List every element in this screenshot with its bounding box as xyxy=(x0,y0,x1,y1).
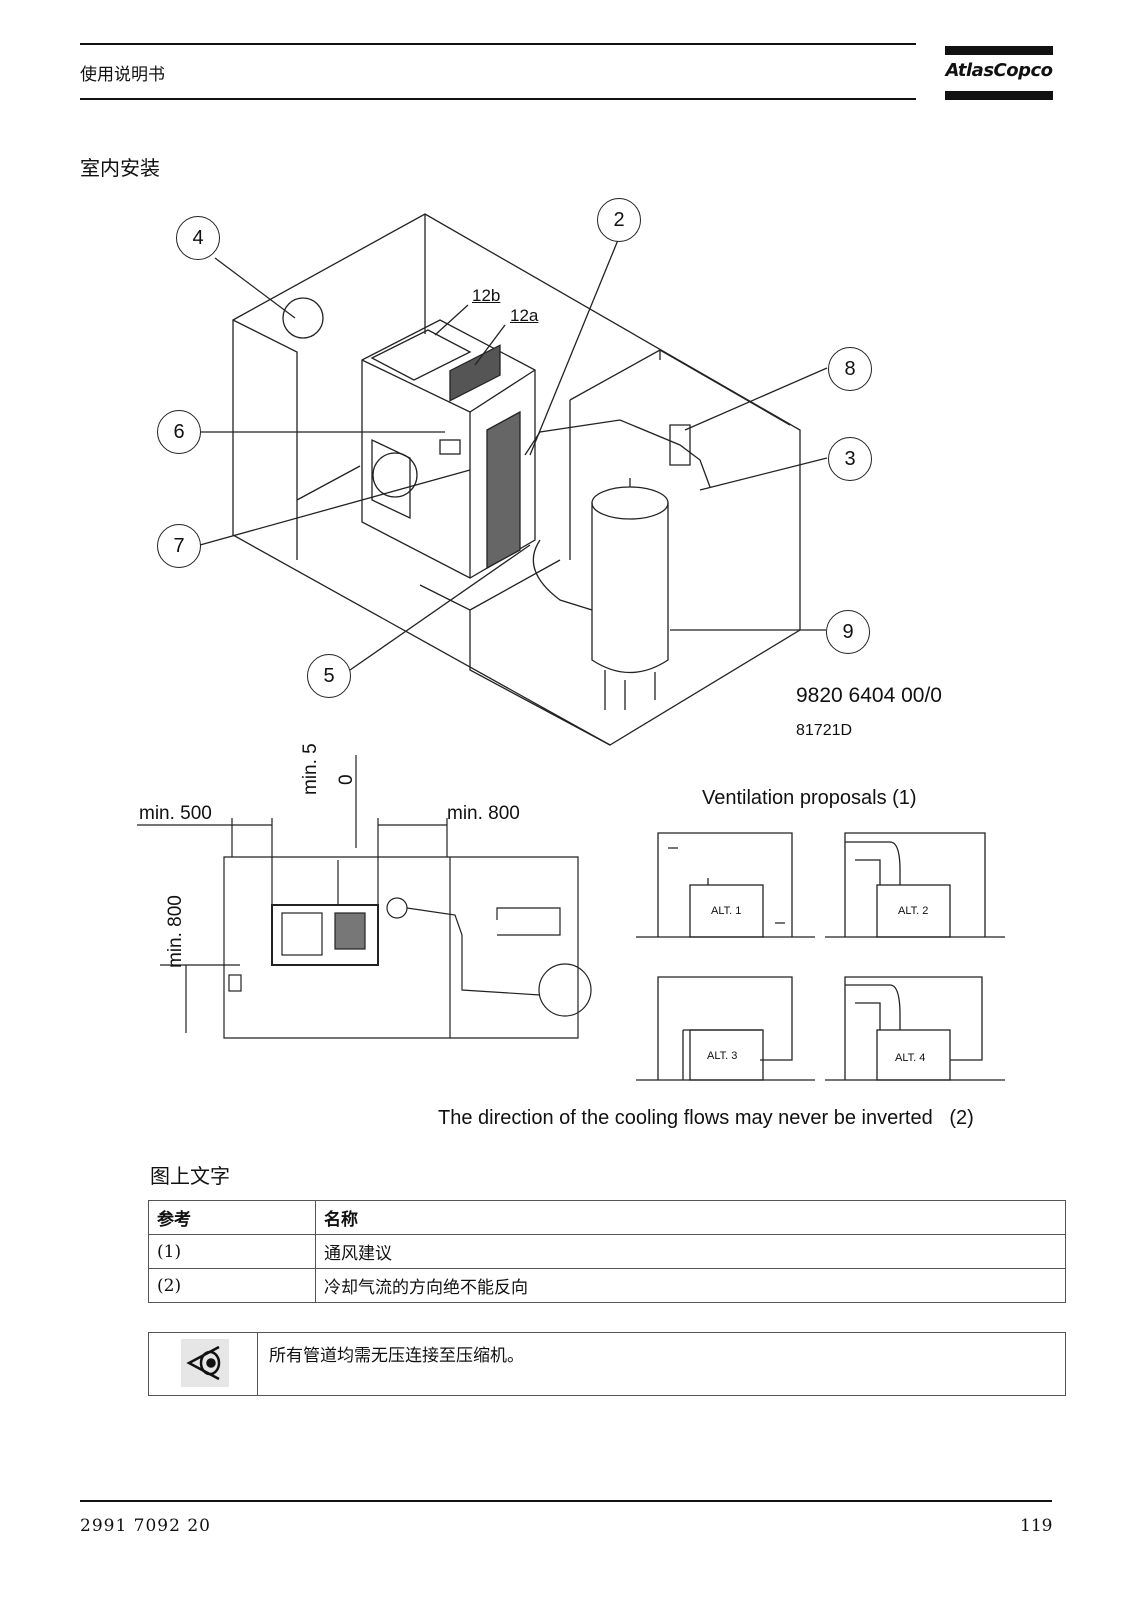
callout-5: 5 xyxy=(307,654,351,698)
callout-6: 6 xyxy=(157,410,201,454)
callout-4: 4 xyxy=(176,216,220,260)
legend-cell-name: 冷却气流的方向绝不能反向 xyxy=(315,1268,1066,1303)
doc-number: 2991 7092 20 xyxy=(80,1516,211,1536)
note-box: 所有管道均需无压连接至压缩机。 xyxy=(148,1332,1066,1396)
footer-rule xyxy=(80,1500,1052,1502)
manual-title: 使用说明书 xyxy=(80,65,165,85)
leader-12b xyxy=(434,304,469,336)
plan-pipe-loop xyxy=(496,907,561,936)
leader-7 xyxy=(199,469,471,546)
plan-dryer xyxy=(228,974,242,992)
legend-header-row: 参考 名称 xyxy=(148,1200,1066,1235)
brand-logo: AtlasCopco xyxy=(945,46,1053,100)
logo-bar-top xyxy=(945,46,1053,55)
compressor-front-window xyxy=(371,438,411,520)
cooling-flow-note: The direction of the cooling flows may n… xyxy=(438,1107,974,1129)
alt3-wall xyxy=(682,1029,762,1080)
compressor-fan xyxy=(372,452,418,498)
note-text: 所有管道均需无压连接至压缩机。 xyxy=(269,1346,524,1366)
figure-caption: 图上文字 xyxy=(150,1164,230,1188)
callout-9: 9 xyxy=(826,610,870,654)
alt4-unit xyxy=(876,1029,951,1081)
leader-12a xyxy=(474,324,506,366)
note-icon-cell xyxy=(149,1333,258,1395)
callout-8: 8 xyxy=(828,347,872,391)
compressor-body xyxy=(361,319,536,579)
logo-bar-bottom xyxy=(945,91,1053,100)
header-bottom-rule xyxy=(80,98,916,100)
alt1-unit xyxy=(689,884,764,938)
compressor-edge xyxy=(361,359,536,578)
alt1-enclosure xyxy=(657,832,793,937)
receiver-body xyxy=(591,503,669,674)
plan-compressor xyxy=(271,904,379,966)
drawing-code: 81721D xyxy=(796,722,853,739)
back-wall-base xyxy=(296,465,361,501)
dim-line-50 xyxy=(337,755,357,905)
alt3-enclosure xyxy=(657,976,793,1080)
callout-2: 2 xyxy=(597,198,641,242)
alt2-enclosure xyxy=(844,832,986,937)
part-label-12b: 12b xyxy=(472,286,501,305)
floor-edge xyxy=(419,559,611,746)
leader-4 xyxy=(214,257,296,319)
leader-8 xyxy=(684,367,828,431)
legend-cell-ref: (2) xyxy=(148,1268,316,1303)
alt2-duct xyxy=(845,841,901,885)
dim-line-800-side xyxy=(160,964,240,1033)
compressor-vent-top xyxy=(449,344,501,402)
callout-7: 7 xyxy=(157,524,201,568)
leader-2 xyxy=(529,239,619,456)
pipe-lower xyxy=(532,539,593,611)
legend-header-ref: 参考 xyxy=(148,1200,316,1235)
compressor-top-panel-a xyxy=(370,329,472,381)
legend-header-name: 名称 xyxy=(315,1200,1066,1235)
alt-label-2: ALT. 2 xyxy=(898,905,929,917)
plan-room xyxy=(223,856,579,1039)
dim-line-800-right xyxy=(377,818,448,905)
compressor-display xyxy=(439,439,461,455)
dim-line-500 xyxy=(137,818,273,905)
partition-wall xyxy=(569,349,791,560)
filter xyxy=(669,424,691,466)
logo-text: AtlasCopco xyxy=(945,60,1053,81)
plan-compressor-vent xyxy=(334,912,366,950)
page-number: 119 xyxy=(1020,1516,1053,1536)
part-label-12a: 12a xyxy=(510,306,539,325)
alt-label-4: ALT. 4 xyxy=(895,1052,926,1064)
drawing-number: 9820 6404 00/0 xyxy=(796,684,942,707)
callout-3: 3 xyxy=(828,437,872,481)
dim-label-min500: min. 500 xyxy=(139,803,212,824)
receiver-legs xyxy=(604,670,656,710)
alt4-duct xyxy=(845,984,901,1030)
legend-row: (2) 冷却气流的方向绝不能反向 xyxy=(148,1268,1066,1303)
alt4-enclosure xyxy=(844,976,983,1080)
plan-compressor-panel xyxy=(281,912,323,956)
left-wall-inner xyxy=(232,319,298,560)
dim-label-min800-right: min. 800 xyxy=(447,803,520,824)
legend-cell-name: 通风建议 xyxy=(315,1234,1066,1269)
alt-label-1: ALT. 1 xyxy=(711,905,742,917)
plan-pipe xyxy=(406,907,541,996)
legend-cell-ref: (1) xyxy=(148,1234,316,1269)
header-top-rule xyxy=(80,43,916,45)
plan-receiver xyxy=(538,963,592,1017)
compressor-side-vent xyxy=(486,410,521,570)
leader-3 xyxy=(699,457,828,491)
legend-table: 参考 名称 (1) 通风建议 (2) 冷却气流的方向绝不能反向 xyxy=(148,1200,1066,1303)
ventilation-title: Ventilation proposals (1) xyxy=(702,787,917,809)
alt2-unit xyxy=(876,884,951,938)
wall-fan xyxy=(282,297,324,339)
alt-label-3: ALT. 3 xyxy=(707,1050,738,1062)
legend-row: (1) 通风建议 xyxy=(148,1234,1066,1269)
eye-icon xyxy=(181,1339,229,1387)
section-title: 室内安装 xyxy=(80,156,160,180)
leader-5 xyxy=(349,544,531,671)
alt1-arrows xyxy=(668,847,785,924)
